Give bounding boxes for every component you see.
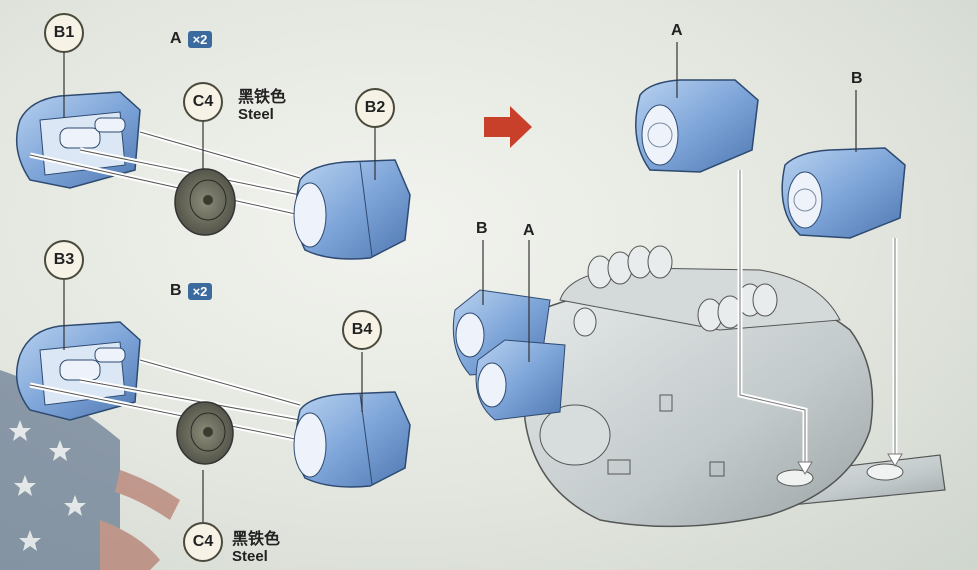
label-mounted-b: B — [476, 220, 488, 237]
quantity-a: A ×2 — [170, 30, 213, 48]
quantity-b-letter: B — [170, 282, 182, 299]
step-arrow-icon — [484, 106, 532, 148]
callout-b4: B4 — [342, 310, 382, 350]
callout-b1: B1 — [44, 13, 84, 53]
assembly-arrows-b-outline — [29, 359, 301, 441]
install-arrows — [737, 170, 903, 475]
quantity-b: B ×2 — [170, 282, 213, 300]
engine-a-floating — [635, 79, 759, 173]
engine-b-floating — [781, 147, 906, 239]
color-label-b-en: Steel — [232, 548, 268, 565]
callout-b2: B2 — [355, 88, 395, 128]
label-mounted-a: A — [523, 222, 535, 239]
callout-b3: B3 — [44, 240, 84, 280]
color-label-a: 黑铁色 Steel — [238, 88, 286, 124]
wing-pylons — [776, 463, 904, 487]
part-b2-cowling — [293, 159, 411, 260]
part-c4-fan-a — [174, 168, 236, 236]
landing-gear-wheels — [573, 245, 778, 337]
color-label-b: 黑铁色 Steel — [232, 530, 280, 566]
subassembly-b — [15, 280, 411, 522]
part-b1-shell — [15, 91, 141, 189]
leader-lines-a — [63, 52, 376, 180]
part-b4-cowling — [293, 391, 411, 488]
quantity-a-badge: ×2 — [187, 30, 213, 48]
aircraft-nose-window — [539, 404, 611, 466]
flag-decoration — [0, 370, 180, 570]
leader-lines-b — [63, 280, 363, 522]
label-engine-a: A — [671, 22, 683, 39]
subassembly-a — [15, 52, 411, 260]
mounted-engine-a — [475, 339, 566, 421]
part-b3-shell — [15, 321, 141, 421]
aircraft-assembly — [452, 245, 946, 528]
color-label-a-cn: 黑铁色 — [238, 87, 287, 106]
quantity-b-badge: ×2 — [187, 282, 213, 300]
color-label-a-en: Steel — [238, 106, 274, 123]
callout-c4-b: C4 — [183, 522, 223, 562]
quantity-a-letter: A — [170, 30, 182, 47]
part-c4-fan-b — [176, 401, 234, 465]
color-label-b-cn: 黑铁色 — [232, 529, 281, 548]
callout-c4-a: C4 — [183, 82, 223, 122]
label-engine-b: B — [851, 70, 863, 87]
leader-lines-right — [482, 42, 857, 362]
